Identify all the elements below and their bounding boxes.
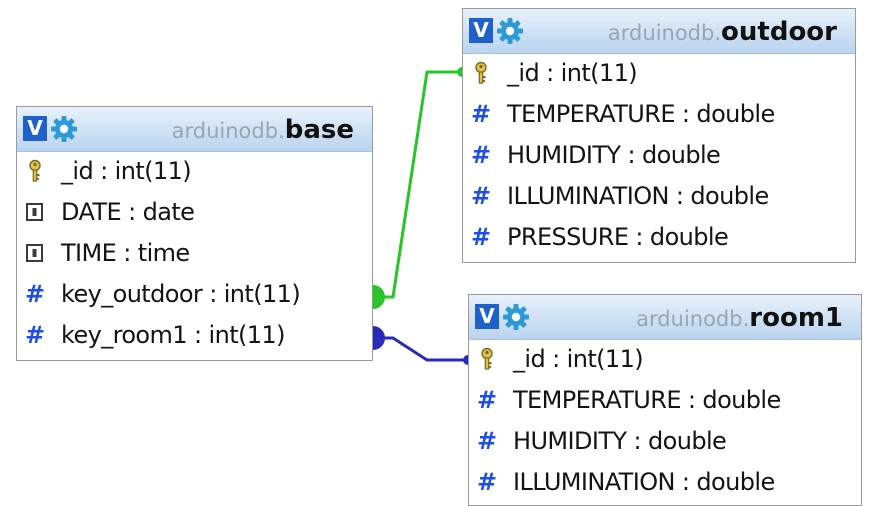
- column-label: HUMIDITY : double: [513, 427, 727, 455]
- column-row[interactable]: # HUMIDITY : double: [469, 421, 861, 462]
- column-label: key_outdoor : int(11): [61, 280, 301, 308]
- column-row[interactable]: _id : int(11): [463, 53, 855, 94]
- table-title: arduinodb.outdoor: [608, 9, 837, 53]
- table-header[interactable]: V arduinodb.outdoor: [463, 9, 855, 54]
- column-row[interactable]: # ILLUMINATION : double: [469, 462, 861, 503]
- column-row[interactable]: DATE : date: [17, 192, 372, 233]
- hash-icon: #: [24, 321, 46, 349]
- column-label: _id : int(11): [513, 345, 644, 373]
- key-icon: [470, 61, 492, 85]
- database-name: arduinodb.: [636, 307, 750, 331]
- column-row[interactable]: # key_outdoor : int(11): [17, 274, 372, 315]
- table-room1[interactable]: V arduinodb.room1 _id : int(11) # TEMPERAT…: [468, 294, 862, 506]
- hash-icon: #: [24, 280, 46, 308]
- column-label: DATE : date: [61, 198, 195, 226]
- column-label: HUMIDITY : double: [507, 141, 721, 169]
- view-toggle-icon[interactable]: V: [469, 18, 493, 43]
- index-icon: [24, 200, 46, 224]
- hash-icon: #: [476, 468, 498, 496]
- relation-outdoor-source-marker: [373, 285, 385, 309]
- hash-icon: #: [470, 100, 492, 128]
- table-title: arduinodb.base: [172, 107, 354, 151]
- column-row[interactable]: # ILLUMINATION : double: [463, 176, 855, 217]
- column-row[interactable]: _id : int(11): [17, 151, 372, 192]
- hash-icon: #: [470, 182, 492, 210]
- gear-icon[interactable]: [496, 17, 524, 45]
- key-icon: [24, 159, 46, 183]
- database-name: arduinodb.: [171, 119, 285, 143]
- hash-icon: #: [470, 141, 492, 169]
- key-icon: [476, 347, 498, 371]
- hash-icon: #: [476, 386, 498, 414]
- table-title: arduinodb.room1: [636, 295, 843, 339]
- view-toggle-icon[interactable]: V: [475, 304, 499, 329]
- hash-icon: #: [470, 223, 492, 251]
- table-name: room1: [749, 303, 843, 333]
- gear-icon[interactable]: [50, 115, 78, 143]
- database-name: arduinodb.: [607, 21, 722, 45]
- column-label: TIME : time: [61, 239, 190, 267]
- gear-icon[interactable]: [502, 303, 530, 331]
- table-header[interactable]: V arduinodb.room1: [469, 295, 861, 340]
- column-label: TEMPERATURE : double: [513, 386, 781, 414]
- view-toggle-icon[interactable]: V: [23, 116, 47, 141]
- column-row[interactable]: # key_room1 : int(11): [17, 315, 372, 356]
- relation-room1-source-marker: [373, 326, 385, 350]
- table-outdoor[interactable]: V arduinodb.outdoor _id : int(11) # TEMPER…: [462, 8, 856, 263]
- column-label: ILLUMINATION : double: [507, 182, 769, 210]
- table-name: base: [284, 115, 354, 145]
- relation-outdoor-link[interactable]: [373, 67, 467, 309]
- column-label: _id : int(11): [61, 157, 192, 185]
- index-icon: [24, 241, 46, 265]
- table-base[interactable]: V arduinodb.base _id : int(11) DATE : dat…: [16, 106, 373, 361]
- column-label: key_room1 : int(11): [61, 321, 285, 349]
- column-row[interactable]: # TEMPERATURE : double: [469, 380, 861, 421]
- column-label: ILLUMINATION : double: [513, 468, 775, 496]
- hash-icon: #: [476, 427, 498, 455]
- column-row[interactable]: TIME : time: [17, 233, 372, 274]
- column-row[interactable]: # TEMPERATURE : double: [463, 94, 855, 135]
- column-row[interactable]: _id : int(11): [469, 339, 861, 380]
- column-row[interactable]: # HUMIDITY : double: [463, 135, 855, 176]
- column-label: TEMPERATURE : double: [507, 100, 775, 128]
- table-header[interactable]: V arduinodb.base: [17, 107, 372, 152]
- column-row[interactable]: # PRESSURE : double: [463, 217, 855, 258]
- column-label: PRESSURE : double: [507, 223, 729, 251]
- column-label: _id : int(11): [507, 59, 638, 87]
- relation-room1-link[interactable]: [373, 326, 473, 365]
- table-name: outdoor: [721, 17, 837, 47]
